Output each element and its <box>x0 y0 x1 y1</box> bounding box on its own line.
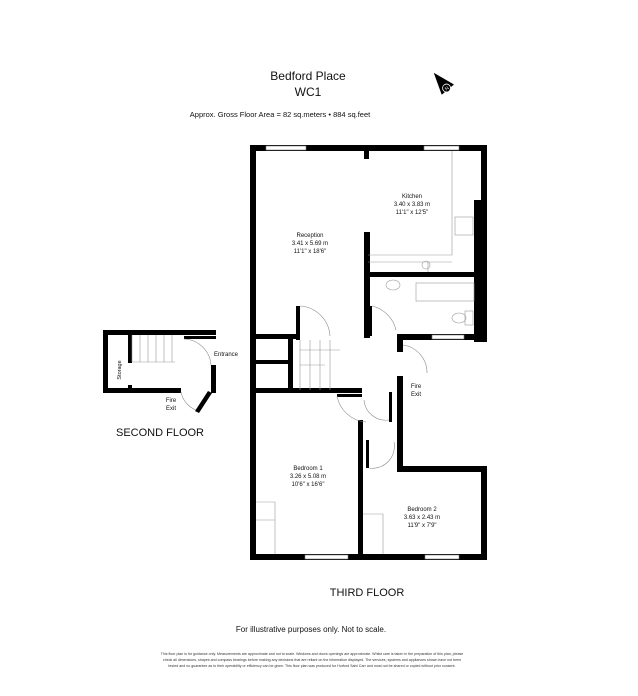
scale-note: For illustrative purposes only. Not to s… <box>236 625 386 634</box>
bedroom2-metric: 3.63 x 2.43 m <box>404 515 440 521</box>
bedroom2-imperial: 11'9" x 7'9" <box>407 523 436 529</box>
fire-exit-label: Exit <box>411 392 421 398</box>
reception-metric: 3.41 x 5.69 m <box>292 241 328 247</box>
disclaimer-line: check all dimensions, shapes and compass… <box>163 658 461 662</box>
bedroom1-label: Bedroom 1 <box>293 466 323 472</box>
disclaimer-line: tested and no guarantee as to their oper… <box>168 664 455 668</box>
compass-icon: N <box>433 72 454 95</box>
postcode: WC1 <box>295 85 322 99</box>
fire-exit-label: Exit <box>166 406 176 412</box>
property-title: Bedford Place <box>270 69 346 83</box>
bedroom2-label: Bedroom 2 <box>407 507 437 513</box>
bedroom1-imperial: 10'6" x 16'6" <box>292 482 325 488</box>
fire-exit-label: Fire <box>411 384 422 390</box>
reception-imperial: 11'1" x 18'6" <box>294 249 326 255</box>
entrance-label: Entrance <box>214 352 239 358</box>
second-floor-plan: Entrance Storage Fire Exit <box>103 330 239 413</box>
third-floor-plan: Kitchen 3.40 x 3.83 m 11'1" x 12'5" Rece… <box>250 145 487 560</box>
reception-label: Reception <box>296 233 323 239</box>
fire-exit-label: Fire <box>166 398 177 404</box>
kitchen-imperial: 11'1" x 12'5" <box>396 210 428 216</box>
kitchen-label: Kitchen <box>402 194 422 200</box>
third-floor-label: THIRD FLOOR <box>330 587 405 599</box>
disclaimer-line: This floor plan is for guidance only. Me… <box>161 652 464 656</box>
second-floor-label: SECOND FLOOR <box>116 427 204 439</box>
storage-label: Storage <box>117 360 123 379</box>
kitchen-metric: 3.40 x 3.83 m <box>394 202 430 208</box>
svg-text:N: N <box>444 85 451 92</box>
bedroom1-metric: 3.26 x 5.08 m <box>290 474 326 480</box>
floor-area: Approx. Gross Floor Area = 82 sq.meters … <box>190 110 371 119</box>
